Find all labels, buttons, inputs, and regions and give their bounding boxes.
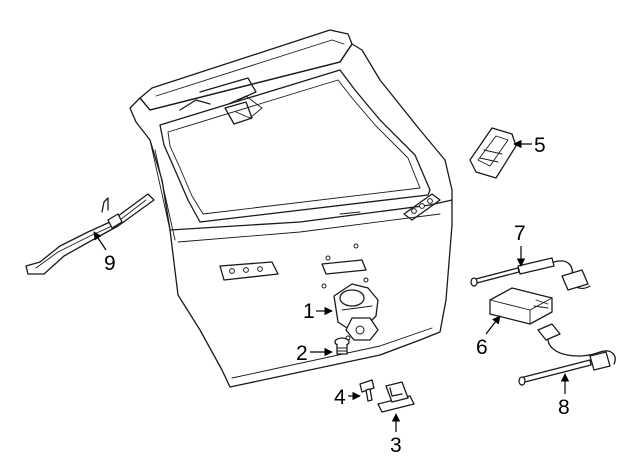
callout-9: 9 <box>93 231 116 275</box>
callout-1: 1 <box>303 300 333 323</box>
part-brace <box>25 193 155 275</box>
callout-7-label: 7 <box>514 222 526 245</box>
part-harness <box>518 323 616 386</box>
callout-7: 7 <box>514 222 526 267</box>
part-striker <box>377 381 415 413</box>
callout-3-label: 3 <box>390 434 402 457</box>
part-module <box>489 287 553 325</box>
callout-6: 6 <box>476 315 501 359</box>
part-latch <box>333 283 379 341</box>
callout-4-label: 4 <box>334 386 346 409</box>
callout-9-label: 9 <box>104 252 116 275</box>
callout-3: 3 <box>390 413 402 457</box>
callout-8: 8 <box>558 373 570 419</box>
liftgate-panel <box>129 29 453 388</box>
part-strut <box>470 257 591 291</box>
callout-5-label: 5 <box>534 134 546 157</box>
part-bracket <box>469 127 517 179</box>
part-bolt <box>334 337 350 355</box>
callout-2-label: 2 <box>296 342 308 365</box>
callout-1-label: 1 <box>303 300 315 323</box>
callout-5: 5 <box>513 134 546 157</box>
callout-8-label: 8 <box>558 396 570 419</box>
part-screw <box>359 379 375 402</box>
callout-4: 4 <box>334 386 361 409</box>
callout-2: 2 <box>296 342 333 365</box>
callout-6-label: 6 <box>476 336 488 359</box>
